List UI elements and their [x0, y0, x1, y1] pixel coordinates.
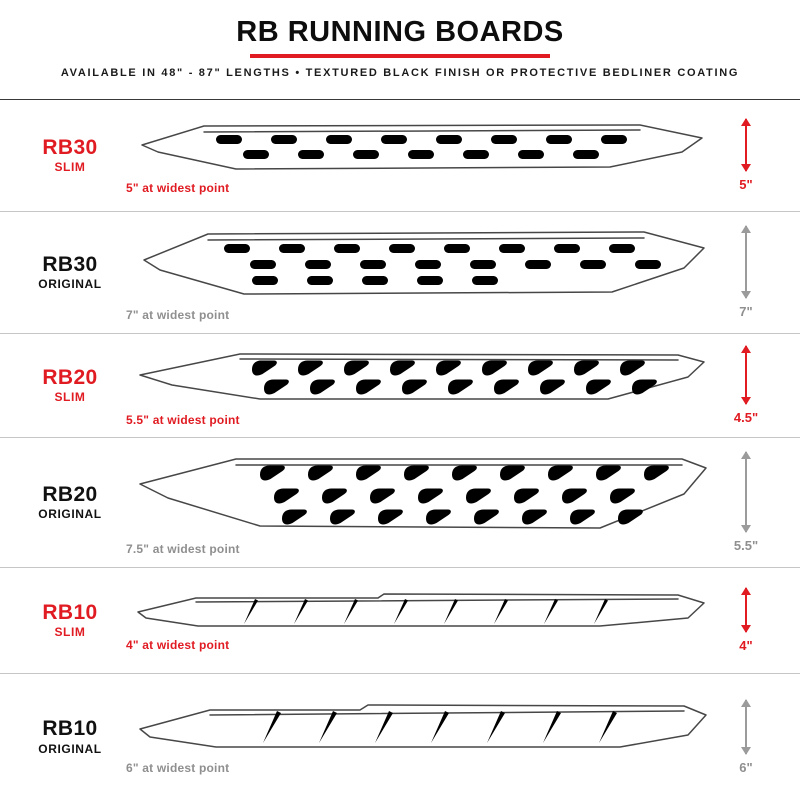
height-label: 5": [739, 177, 753, 192]
page-subtitle: AVAILABLE IN 48" - 87" LENGTHS • TEXTURE…: [60, 67, 740, 79]
board-drawing-rb30-slim-icon: [141, 123, 703, 170]
product-row-rb20-slim: RB20 SLIM 5.5" at widest point 4.5": [0, 334, 800, 438]
model-name: RB20: [42, 365, 98, 389]
height-measure: 4.5": [718, 346, 774, 425]
product-label: RB10 ORIGINAL: [14, 717, 126, 756]
height-label: 7": [739, 304, 753, 319]
board-column: 7.5" at widest point: [126, 450, 718, 556]
board-column: 6" at widest point: [126, 699, 718, 775]
width-note: 5.5" at widest point: [126, 412, 240, 427]
variant-name: ORIGINAL: [38, 507, 102, 522]
board-column: 5" at widest point: [126, 117, 718, 195]
variant-name: SLIM: [54, 160, 86, 175]
model-name: RB10: [42, 600, 98, 624]
product-row-rb30-slim: RB30 SLIM 5" at widest point 5": [0, 100, 800, 212]
model-name: RB20: [42, 482, 98, 506]
height-arrow-icon: [745, 119, 747, 171]
page-header: RB RUNNING BOARDS AVAILABLE IN 48" - 87"…: [0, 0, 800, 100]
model-name: RB30: [42, 252, 98, 276]
product-label: RB10 SLIM: [14, 600, 126, 640]
height-arrow-icon: [745, 588, 747, 632]
product-row-rb10-slim: RB10 SLIM 4" at widest point 4": [0, 568, 800, 674]
product-label: RB30 SLIM: [14, 135, 126, 175]
board-drawing-rb20-slim-icon: [139, 352, 705, 400]
product-label: RB30 ORIGINAL: [14, 252, 126, 292]
board-drawing-rb10-original-icon: [139, 704, 707, 748]
board-column: 7" at widest point: [126, 224, 718, 322]
board-drawing-rb10-slim-icon: [137, 592, 705, 627]
title-underline-bar: [250, 54, 550, 58]
variant-name: SLIM: [54, 625, 86, 640]
width-note: 6" at widest point: [126, 761, 230, 775]
product-row-rb10-original: RB10 ORIGINAL 6" at widest point 6": [0, 674, 800, 800]
width-note: 7" at widest point: [126, 307, 230, 322]
product-row-rb20-original: RB20 ORIGINAL 7.5" at widest point 5.5": [0, 438, 800, 568]
model-name: RB10: [42, 717, 98, 741]
board-drawing-rb30-original-icon: [143, 230, 705, 295]
board-drawing-rb20-original-icon: [139, 457, 707, 529]
variant-name: SLIM: [54, 390, 86, 405]
page-title: RB RUNNING BOARDS: [236, 16, 564, 48]
height-measure: 5.5": [718, 452, 774, 553]
height-label: 4.5": [733, 410, 759, 425]
height-measure: 6": [718, 699, 774, 775]
board-column: 4" at widest point: [126, 590, 718, 652]
height-arrow-icon: [745, 226, 747, 298]
height-label: 4": [739, 638, 753, 653]
width-note: 7.5" at widest point: [126, 541, 240, 556]
height-measure: 7": [718, 226, 774, 319]
width-note: 4" at widest point: [126, 637, 230, 652]
height-arrow-icon: [745, 452, 747, 532]
product-row-rb30-original: RB30 ORIGINAL 7" at widest point 7": [0, 212, 800, 334]
height-measure: 5": [718, 119, 774, 192]
height-measure: 4": [718, 588, 774, 653]
model-name: RB30: [42, 135, 98, 159]
product-label: RB20 SLIM: [14, 365, 126, 405]
board-column: 5.5" at widest point: [126, 345, 718, 427]
variant-name: ORIGINAL: [38, 277, 102, 292]
height-arrow-icon: [745, 699, 747, 754]
product-label: RB20 ORIGINAL: [14, 482, 126, 522]
width-note: 5" at widest point: [126, 180, 230, 195]
height-label: 6": [739, 759, 753, 775]
variant-name: ORIGINAL: [38, 741, 102, 756]
height-label: 5.5": [733, 538, 759, 553]
height-arrow-icon: [745, 346, 747, 404]
